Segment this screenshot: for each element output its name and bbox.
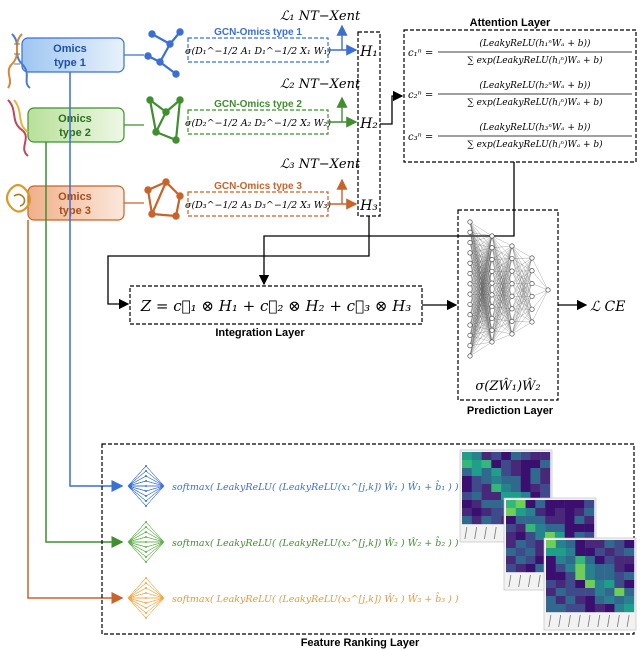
gcn-2-title: GCN-Omics type 2: [214, 99, 302, 110]
omics-2-line1: Omics: [58, 113, 92, 125]
graph-icon-3: [144, 178, 184, 220]
attention-formula-1: c₁ⁿ = (LeakyReLU(h₁ⁿWₐ + b)) ∑ exp(Leaky…: [408, 38, 632, 66]
svg-text:(LeakyReLU(h₂ⁿWₐ + b)): (LeakyReLU(h₂ⁿWₐ + b)): [479, 80, 591, 91]
gcn-block-2: GCN-Omics type 2 σ(D₂^−1/2 A₂ D₂^−1/2 X₂…: [185, 99, 331, 135]
omics-box-1: Omics type 1: [21, 37, 125, 73]
svg-text:∑ exp(LeakyReLU(hⱼⁿ)Wₐ + b): ∑ exp(LeakyReLU(hⱼⁿ)Wₐ + b): [467, 55, 603, 66]
svg-text:c₃ⁿ =: c₃ⁿ =: [408, 132, 433, 143]
svg-text:(LeakyReLU(h₁ⁿWₐ + b)): (LeakyReLU(h₁ⁿWₐ + b)): [479, 38, 591, 49]
omics-box-2: Omics type 2: [27, 107, 125, 143]
attention-box: [403, 29, 637, 163]
gcn-block-1: GCN-Omics type 1 σ(D₁^−1/2 A₁ D₁^−1/2 X₁…: [185, 27, 331, 63]
gcn-2-formula: σ(D₂^−1/2 A₂ D₂^−1/2 X₂ W₂): [185, 118, 331, 129]
feature-ranking-formula-3: softmax( LeakyReLU( (LeakyReLU(x₃^[j,k])…: [172, 592, 459, 605]
loss-1: ℒ₁ NT−Xent: [280, 9, 361, 24]
prediction-formula: σ(ZŴ₁)Ŵ₂: [475, 378, 540, 394]
omics-1-line2: type 1: [54, 57, 86, 69]
h2-label: H₂: [359, 116, 378, 132]
gcn-block-3: GCN-Omics type 3 σ(D₃^−1/2 A₃ D₃^−1/2 X₃…: [185, 181, 331, 217]
integration-formula: Z = c⃗₁ ⊗ H₁ + c⃗₂ ⊗ H₂ + c⃗₃ ⊗ H₃: [140, 297, 412, 315]
h3-label: H₃: [359, 198, 378, 214]
svg-text:∑ exp(LeakyReLU(hⱼⁿ)Wₐ + b): ∑ exp(LeakyReLU(hⱼⁿ)Wₐ + b): [467, 139, 603, 150]
prediction-title: Prediction Layer: [467, 405, 554, 417]
graph-icon-1: [144, 28, 184, 78]
feature-ranking-nets: [127, 465, 165, 619]
svg-text:c₁ⁿ =: c₁ⁿ =: [408, 48, 433, 59]
heatmap-thumbnails: [459, 449, 637, 631]
protein-icon: [5, 183, 32, 213]
neural-network-icon: [467, 219, 551, 359]
gcn-1-formula: σ(D₁^−1/2 A₁ D₁^−1/2 X₁ W₁): [185, 46, 331, 57]
feature-ranking-formula-2: softmax( LeakyReLU( (LeakyReLU(x₂^[j,k])…: [172, 536, 459, 549]
gcn-3-formula: σ(D₃^−1/2 A₃ D₃^−1/2 X₃ W₃): [185, 200, 331, 211]
loss-3: ℒ₃ NT−Xent: [280, 157, 361, 172]
dna-helix-icon: [7, 33, 31, 89]
h1-label: H₁: [359, 44, 378, 60]
attention-formula-2: c₂ⁿ = (LeakyReLU(h₂ⁿWₐ + b)) ∑ exp(Leaky…: [408, 80, 632, 108]
svg-text:(LeakyReLU(h₃ⁿWₐ + b)): (LeakyReLU(h₃ⁿWₐ + b)): [479, 122, 591, 133]
graph-icon-2: [146, 96, 184, 144]
svg-text:∑ exp(LeakyReLU(hⱼⁿ)Wₐ + b): ∑ exp(LeakyReLU(hⱼⁿ)Wₐ + b): [467, 97, 603, 108]
loss-ce: ℒ CE: [590, 299, 625, 315]
gcn-3-title: GCN-Omics type 3: [214, 181, 302, 192]
feature-ranking-formula-1: softmax( LeakyReLU( (LeakyReLU(x₁^[j,k])…: [172, 480, 459, 493]
attention-formula-3: c₃ⁿ = (LeakyReLU(h₃ⁿWₐ + b)) ∑ exp(Leaky…: [408, 122, 632, 150]
omics-box-3: Omics type 3: [27, 185, 125, 221]
omics-2-line2: type 2: [59, 127, 91, 139]
feature-ranking-title: Feature Ranking Layer: [301, 637, 420, 649]
omics-3-line2: type 3: [59, 205, 91, 217]
gcn-1-title: GCN-Omics type 1: [214, 27, 302, 38]
loss-2: ℒ₂ NT−Xent: [280, 77, 361, 92]
svg-text:c₂ⁿ =: c₂ⁿ =: [408, 90, 433, 101]
omics-1-line1: Omics: [53, 43, 87, 55]
integration-title: Integration Layer: [215, 327, 305, 339]
omics-3-line1: Omics: [58, 191, 92, 203]
integration-box: [129, 285, 423, 325]
rna-strand-icon: [7, 99, 29, 157]
attention-title: Attention Layer: [470, 17, 551, 29]
